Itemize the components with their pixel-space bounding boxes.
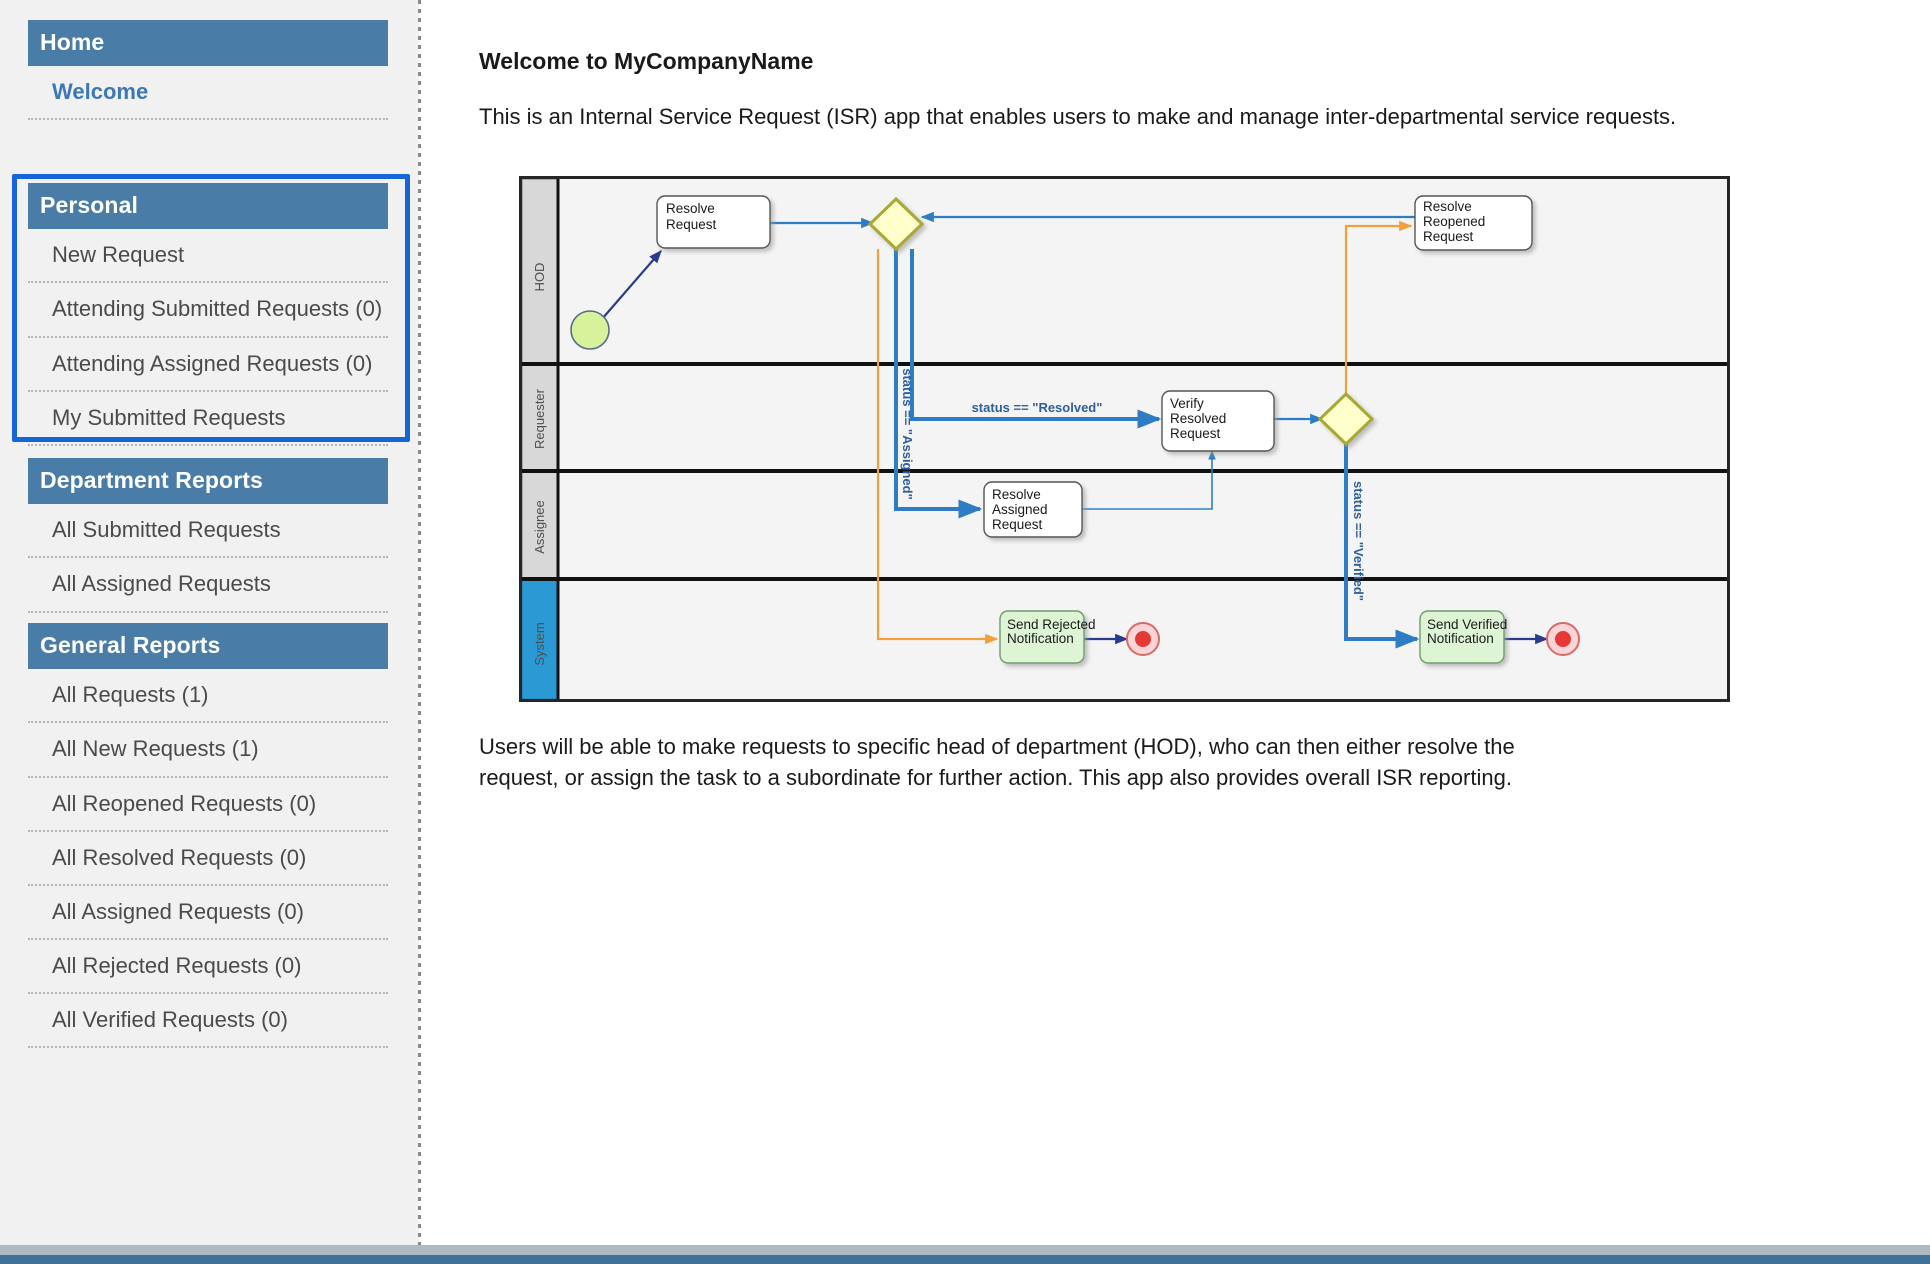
sidebar-item-all-rejected-requests[interactable]: All Rejected Requests (0) <box>28 940 388 995</box>
sidebar-item-all-submitted-requests[interactable]: All Submitted Requests <box>28 504 388 559</box>
task-send-verified-notification[interactable]: Send Verified Notification <box>1419 610 1507 664</box>
sidebar-item-all-assigned-requests-dept[interactable]: All Assigned Requests <box>28 558 388 613</box>
task-resolve-reopened-line-2: Request <box>1423 229 1474 244</box>
sidebar-group-header-personal: Personal <box>28 183 388 230</box>
lane-label-assignee: Assignee <box>532 500 547 553</box>
outro-paragraph: Users will be able to make requests to s… <box>479 734 1515 791</box>
sidebar-item-new-request[interactable]: New Request <box>28 229 388 284</box>
gateway-hod[interactable] <box>867 196 925 252</box>
flow-label-assigned: status == "Assigned" <box>900 368 915 500</box>
lane-header-requester <box>522 363 559 472</box>
sidebar-group-personal: Personal New Request Attending Submitted… <box>28 183 388 446</box>
start-event[interactable] <box>570 310 610 350</box>
bpmn-canvas: HOD Requester Assignee System <box>522 179 1727 699</box>
flow-gateway-to-verify-resolved <box>910 249 1162 429</box>
sidebar-group-header-general-reports: General Reports <box>28 623 388 670</box>
task-resolve-reopened-line-0: Resolve <box>1423 199 1472 214</box>
sidebar-content-divider <box>418 0 421 1245</box>
sidebar-item-all-new-requests[interactable]: All New Requests (1) <box>28 723 388 778</box>
task-verify-resolved-line-2: Request <box>1170 426 1221 441</box>
task-verify-resolved-request[interactable]: Verify Resolved Request <box>1161 390 1275 452</box>
lane-label-system: System <box>532 622 547 665</box>
flow-gateway-to-send-rejected <box>876 249 999 645</box>
flow-label-verified: status == "Verified" <box>1351 481 1366 601</box>
lane-label-requester: Requester <box>532 388 547 449</box>
intro-paragraph: This is an Internal Service Request (ISR… <box>479 104 1677 129</box>
sidebar-item-all-assigned-requests-general[interactable]: All Assigned Requests (0) <box>28 886 388 941</box>
bpmn-swimlane-diagram: HOD Requester Assignee System <box>519 176 1730 702</box>
task-send-verified-line-1: Notification <box>1427 631 1494 646</box>
flow-gateway-requester-to-resolve-reopened <box>1344 220 1413 394</box>
task-resolve-assigned-line-0: Resolve <box>992 487 1041 502</box>
footer-bar <box>0 1245 1930 1264</box>
sidebar-item-all-reopened-requests[interactable]: All Reopened Requests (0) <box>28 778 388 832</box>
sidebar-group-header-department-reports: Department Reports <box>28 458 388 505</box>
task-resolve-reopened-line-1: Reopened <box>1423 214 1485 229</box>
end-event-verified[interactable] <box>1546 622 1580 656</box>
flow-gateway-to-resolve-assigned <box>894 249 983 519</box>
sidebar-group-home: Home Welcome <box>28 20 388 121</box>
task-resolve-request-line-1: Request <box>666 217 717 232</box>
sidebar-item-all-requests[interactable]: All Requests (1) <box>28 669 388 724</box>
gateway-requester[interactable] <box>1317 391 1375 447</box>
task-verify-resolved-line-1: Resolved <box>1170 411 1226 426</box>
task-resolve-reopened-request[interactable]: Resolve Reopened Request <box>1414 195 1533 251</box>
task-resolve-request[interactable]: Resolve Request <box>656 195 771 249</box>
task-resolve-assigned-line-1: Assigned <box>992 502 1048 517</box>
end-event-rejected[interactable] <box>1126 622 1160 656</box>
task-send-rejected-notification[interactable]: Send Rejected Notification <box>999 610 1096 664</box>
sidebar-item-attending-assigned-requests[interactable]: Attending Assigned Requests (0) <box>28 338 388 392</box>
sidebar-item-welcome[interactable]: Welcome <box>28 66 388 121</box>
task-send-rejected-line-1: Notification <box>1007 631 1074 646</box>
flow-label-resolved: status == "Resolved" <box>972 400 1103 415</box>
sidebar: Home Welcome Personal New Request Attend… <box>0 0 419 1245</box>
flow-gateway-requester-to-send-verified <box>1344 444 1420 649</box>
task-resolve-request-line-0: Resolve <box>666 201 715 216</box>
page-title: Welcome to MyCompanyName <box>479 48 814 75</box>
sidebar-item-attending-submitted-requests[interactable]: Attending Submitted Requests (0) <box>28 283 388 338</box>
task-send-verified-line-0: Send Verified <box>1427 617 1507 632</box>
sidebar-item-all-resolved-requests[interactable]: All Resolved Requests (0) <box>28 832 388 886</box>
flow-start-to-resolve-request <box>601 250 662 320</box>
task-resolve-assigned-line-2: Request <box>992 517 1043 532</box>
sidebar-item-my-submitted-requests[interactable]: My Submitted Requests <box>28 392 388 446</box>
sidebar-group-general-reports: General Reports All Requests (1) All New… <box>28 623 388 1049</box>
sidebar-group-header-home: Home <box>28 20 388 67</box>
task-resolve-assigned-request[interactable]: Resolve Assigned Request <box>983 481 1083 538</box>
sidebar-group-department-reports: Department Reports All Submitted Request… <box>28 458 388 613</box>
main-content: Welcome to MyCompanyName This is an Inte… <box>421 0 1930 1245</box>
task-verify-resolved-line-0: Verify <box>1170 396 1204 411</box>
flow-resolve-assigned-to-verify <box>1082 450 1216 510</box>
sidebar-item-all-verified-requests[interactable]: All Verified Requests (0) <box>28 994 388 1049</box>
lane-label-hod: HOD <box>532 263 547 292</box>
task-send-rejected-line-0: Send Rejected <box>1007 617 1096 632</box>
